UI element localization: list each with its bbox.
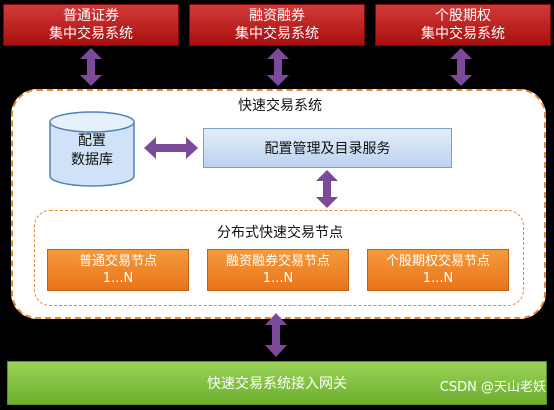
top-system-line1: 融资融券: [249, 8, 305, 24]
top-system-line2: 集中交易系统: [49, 26, 133, 42]
trade-node-count: 1...N: [102, 271, 134, 286]
config-directory-service-box: 配置管理及目录服务: [203, 128, 452, 168]
fast-trading-system-title: 快速交易系统: [238, 98, 322, 114]
trade-node-count: 1...N: [262, 271, 294, 286]
double-arrow-vertical-icon: [267, 48, 289, 86]
top-system-line2: 集中交易系统: [421, 26, 505, 42]
access-gateway-bar: 快速交易系统接入网关: [7, 361, 547, 405]
double-arrow-vertical-icon: [316, 170, 338, 208]
database-label: 配置 数据库: [48, 132, 136, 172]
double-arrow-vertical-icon: [450, 48, 472, 86]
trade-node-name: 个股期权交易节点: [385, 254, 490, 269]
top-system-box-option: 个股期权 集中交易系统: [375, 4, 551, 46]
trade-node-option: 个股期权交易节点 1...N: [367, 249, 509, 291]
double-arrow-horizontal-icon: [144, 137, 198, 159]
distributed-nodes-container: [34, 210, 524, 306]
trade-node-name: 普通交易节点: [78, 254, 157, 269]
trade-node-normal: 普通交易节点 1...N: [47, 249, 189, 291]
top-system-box-margin: 融资融券 集中交易系统: [189, 4, 365, 46]
trade-node-name: 融资融券交易节点: [225, 254, 330, 269]
database-label-line1: 配置: [78, 133, 106, 149]
double-arrow-vertical-icon: [80, 48, 102, 86]
watermark-text: CSDN @天山老妖: [439, 380, 546, 395]
top-system-line2: 集中交易系统: [235, 26, 319, 42]
database-label-line2: 数据库: [71, 152, 113, 168]
access-gateway-label: 快速交易系统接入网关: [207, 376, 347, 392]
top-system-box-normal: 普通证券 集中交易系统: [3, 4, 179, 46]
config-directory-service-label: 配置管理及目录服务: [264, 141, 391, 157]
database-icon: [48, 110, 136, 188]
trade-node-margin: 融资融券交易节点 1...N: [207, 249, 349, 291]
top-system-line1: 个股期权: [435, 8, 491, 24]
top-system-line1: 普通证券: [63, 8, 119, 24]
trade-node-count: 1...N: [422, 271, 454, 286]
double-arrow-vertical-icon: [265, 313, 287, 357]
distributed-nodes-title: 分布式快速交易节点: [217, 225, 343, 241]
